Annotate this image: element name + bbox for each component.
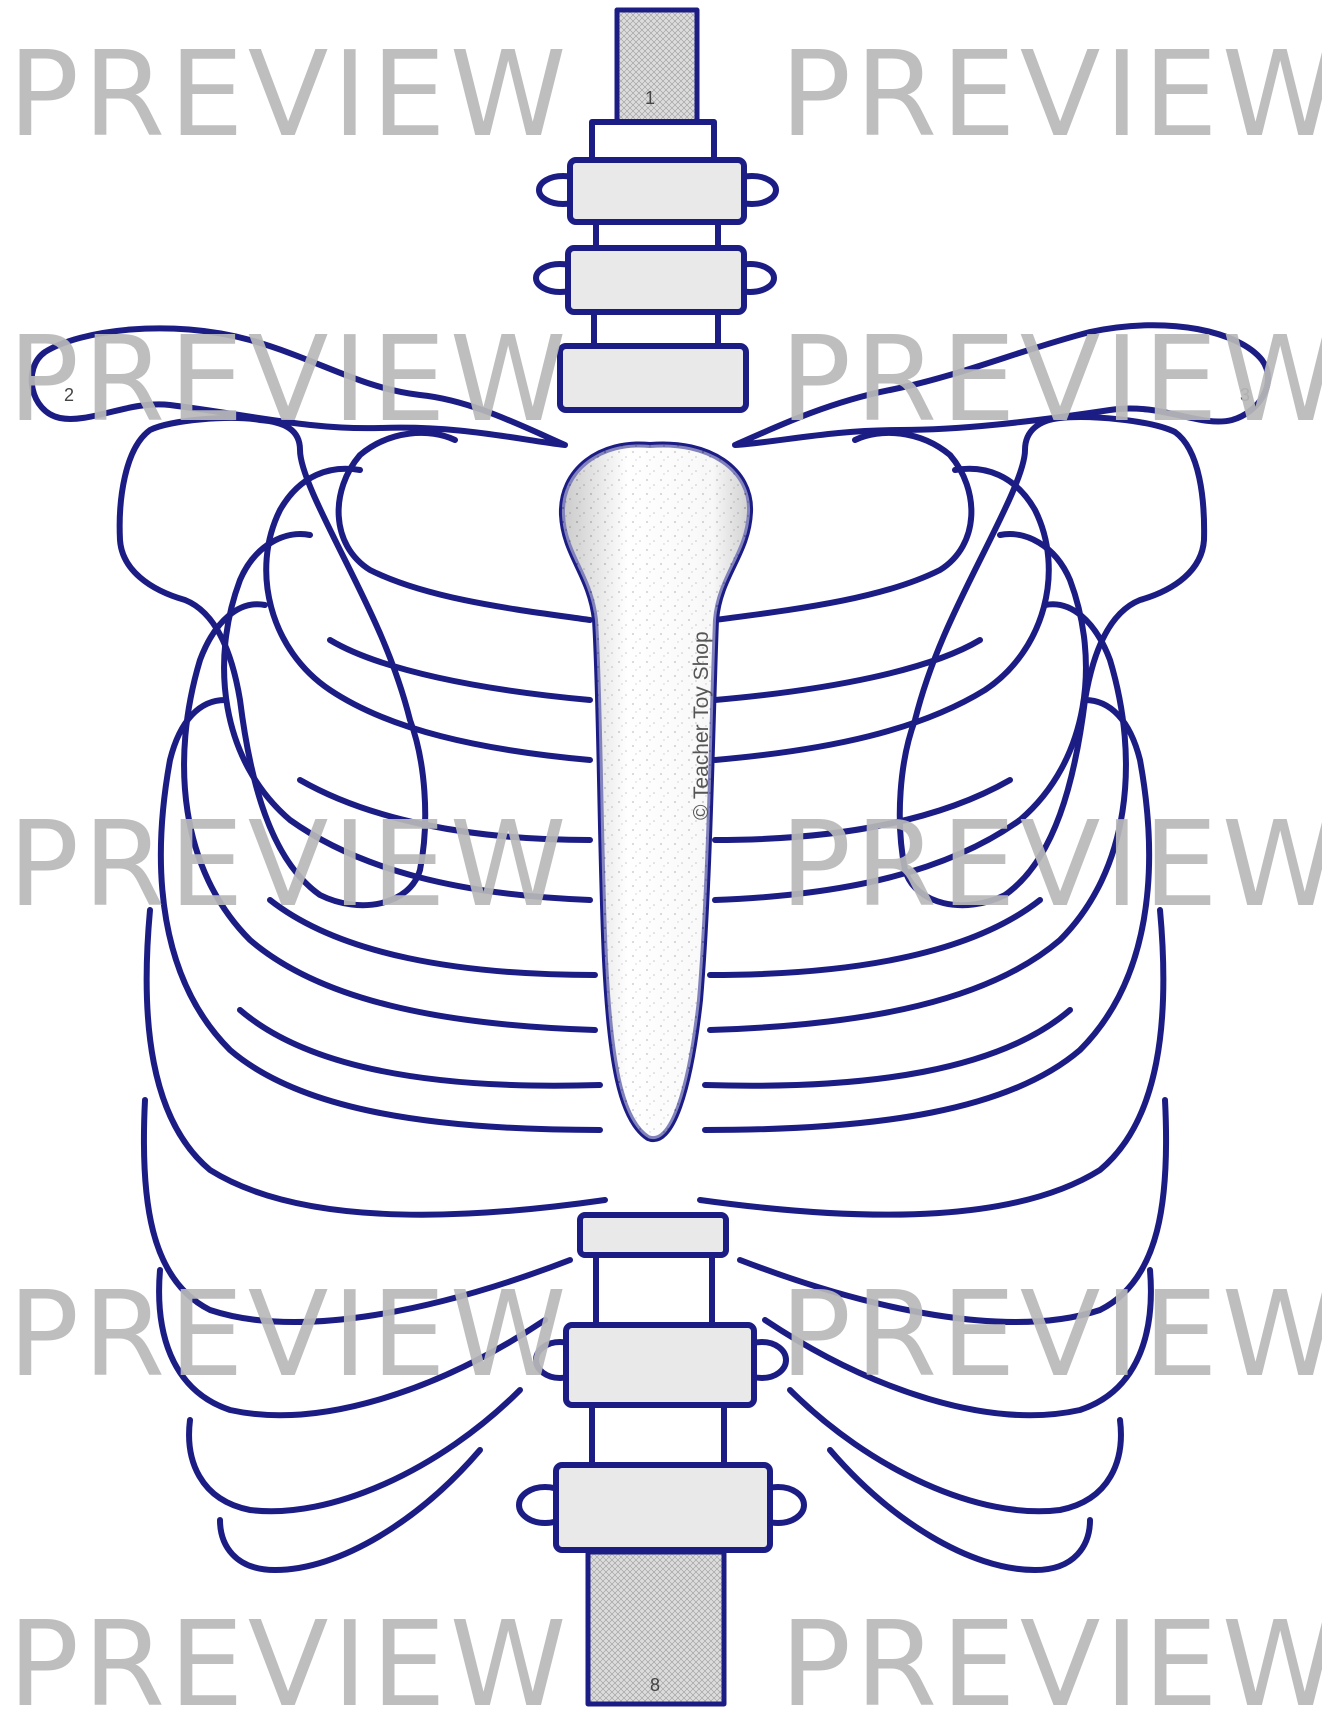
right-rib-1	[715, 433, 971, 620]
vertebra-9	[566, 1325, 754, 1405]
copyright-credit: © Teacher Toy Shop	[690, 631, 714, 820]
label-2: 2	[64, 385, 74, 406]
vertebra-1	[592, 122, 714, 160]
right-clavicle	[735, 325, 1268, 445]
left-rib-8	[159, 1270, 545, 1415]
right-rib-inner-d	[705, 1010, 1070, 1086]
sternum-texture	[562, 444, 750, 1139]
label-1: 1	[645, 88, 655, 109]
vertebra-4	[568, 248, 744, 312]
label-3: 3	[1240, 385, 1250, 406]
left-rib-inner-d	[240, 1010, 600, 1086]
left-rib-1	[339, 433, 590, 620]
vertebra-2	[570, 160, 744, 222]
vertebra-5	[594, 312, 718, 348]
vertebra-8	[596, 1255, 712, 1325]
vertebra-10	[592, 1405, 724, 1465]
right-rib-inner-c	[710, 900, 1040, 975]
label-8: 8	[650, 1675, 660, 1696]
left-rib-inner-c	[270, 900, 595, 975]
spine-top-segment	[617, 10, 697, 122]
right-scapula	[900, 417, 1204, 905]
right-rib-8	[765, 1270, 1151, 1415]
vertebra-11	[556, 1465, 770, 1550]
vertebra-7	[580, 1215, 726, 1255]
right-rib-6	[700, 910, 1163, 1215]
vertebra-6	[560, 346, 746, 410]
left-clavicle	[32, 328, 565, 445]
left-rib-6	[147, 910, 605, 1215]
